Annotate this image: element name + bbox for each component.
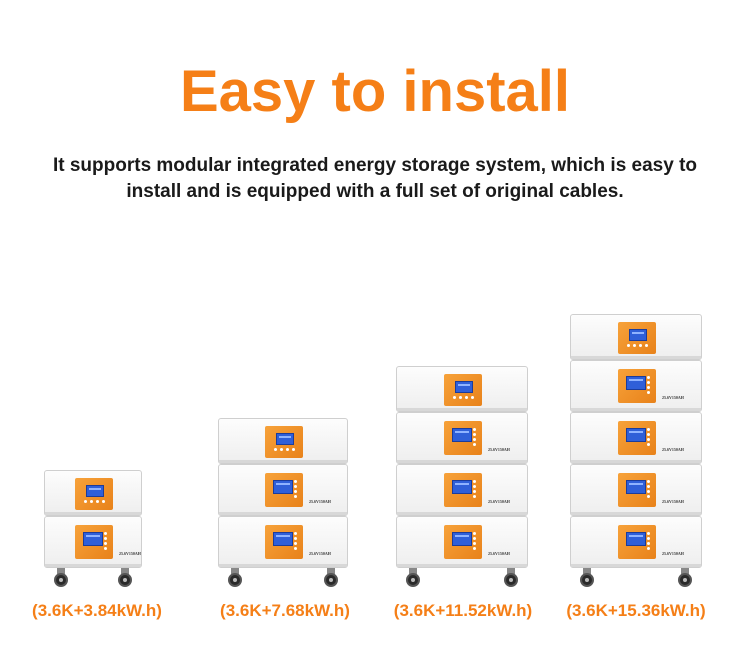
battery-spec-label: 25.6V150AH	[309, 551, 331, 556]
battery-spec-label: 25.6V150AH	[488, 551, 510, 556]
lcd-screen	[626, 376, 646, 390]
caster-bracket	[231, 568, 239, 574]
indicator-lights	[647, 428, 650, 446]
caster-bracket	[583, 568, 591, 574]
caster-wheel	[228, 573, 242, 587]
battery-module: 25.6V150AH	[570, 464, 702, 516]
indicator-lights	[473, 532, 476, 550]
caption-1: (3.6K+3.84kW.h)	[32, 601, 162, 620]
battery-control-panel	[444, 473, 482, 507]
button-row	[453, 396, 474, 399]
battery-stack: 25.6V150AH	[44, 470, 142, 590]
page-subtitle: It supports modular integrated energy st…	[52, 155, 698, 202]
button-row	[627, 344, 648, 347]
battery-spec-label: 25.6V150AH	[662, 551, 684, 556]
battery-control-panel	[618, 421, 656, 455]
battery-control-panel	[265, 525, 303, 559]
lcd-screen	[626, 428, 646, 442]
lcd-screen	[626, 480, 646, 494]
lcd-screen	[629, 329, 647, 341]
battery-spec-label: 25.6V150AH	[119, 551, 141, 556]
battery-control-panel	[75, 525, 113, 559]
indicator-lights	[647, 480, 650, 498]
indicator-lights	[104, 532, 107, 550]
button-row	[274, 448, 295, 451]
battery-module: 25.6V150AH	[396, 412, 528, 464]
inverter-control-panel	[75, 478, 113, 510]
lcd-screen	[273, 532, 293, 546]
caster-bracket	[57, 568, 65, 574]
indicator-lights	[473, 428, 476, 446]
caster-wheel	[324, 573, 338, 587]
lcd-screen	[273, 480, 293, 494]
battery-spec-label: 25.6V150AH	[488, 447, 510, 452]
lcd-screen	[276, 433, 294, 445]
caster-wheel	[504, 573, 518, 587]
lcd-screen	[452, 480, 472, 494]
inverter-control-panel	[444, 374, 482, 406]
battery-stack: 25.6V150AH 25.6V150AH	[218, 418, 348, 590]
battery-module: 25.6V150AH	[570, 516, 702, 568]
battery-spec-label: 25.6V150AH	[309, 499, 331, 504]
caster-bracket	[409, 568, 417, 574]
battery-control-panel	[618, 473, 656, 507]
indicator-lights	[473, 480, 476, 498]
battery-spec-label: 25.6V150AH	[662, 447, 684, 452]
battery-spec-label: 25.6V150AH	[488, 499, 510, 504]
inverter-control-panel	[265, 426, 303, 458]
caster-wheel	[406, 573, 420, 587]
inverter-module	[44, 470, 142, 516]
caption-4: (3.6K+15.36kW.h)	[566, 601, 706, 620]
caster-bracket	[327, 568, 335, 574]
indicator-lights	[294, 532, 297, 550]
battery-control-panel	[444, 525, 482, 559]
caster-wheel	[678, 573, 692, 587]
battery-module: 25.6V150AH	[218, 464, 348, 516]
battery-control-panel	[444, 421, 482, 455]
indicator-lights	[647, 532, 650, 550]
battery-module: 25.6V150AH	[218, 516, 348, 568]
caster-bracket	[507, 568, 515, 574]
indicator-lights	[294, 480, 297, 498]
caster-bracket	[681, 568, 689, 574]
indicator-lights	[647, 376, 650, 394]
caster-wheel	[118, 573, 132, 587]
caster-wheel	[580, 573, 594, 587]
caster-wheel	[54, 573, 68, 587]
battery-module: 25.6V150AH	[570, 360, 702, 412]
caption-2: (3.6K+7.68kW.h)	[220, 601, 350, 620]
page-title: Easy to install	[179, 59, 571, 124]
battery-module: 25.6V150AH	[396, 516, 528, 568]
battery-stack: 25.6V150AH 25.6V150AH 25.6V150AH	[396, 366, 528, 590]
battery-module: 25.6V150AH	[44, 516, 142, 568]
battery-module: 25.6V150AH	[570, 412, 702, 464]
lcd-screen	[452, 532, 472, 546]
lcd-screen	[626, 532, 646, 546]
inverter-module	[396, 366, 528, 412]
inverter-module	[570, 314, 702, 360]
battery-stack: 25.6V150AH 25.6V150AH 25.6V150AH 25.6V150AH	[570, 314, 702, 590]
lcd-screen	[455, 381, 473, 393]
battery-module: 25.6V150AH	[396, 464, 528, 516]
inverter-module	[218, 418, 348, 464]
inverter-control-panel	[618, 322, 656, 354]
battery-spec-label: 25.6V150AH	[662, 499, 684, 504]
battery-control-panel	[265, 473, 303, 507]
caption-3: (3.6K+11.52kW.h)	[393, 601, 533, 620]
lcd-screen	[83, 532, 103, 546]
battery-control-panel	[618, 525, 656, 559]
lcd-screen	[452, 428, 472, 442]
caster-bracket	[121, 568, 129, 574]
lcd-screen	[86, 485, 104, 497]
battery-control-panel	[618, 369, 656, 403]
button-row	[84, 500, 105, 503]
battery-spec-label: 25.6V150AH	[662, 395, 684, 400]
